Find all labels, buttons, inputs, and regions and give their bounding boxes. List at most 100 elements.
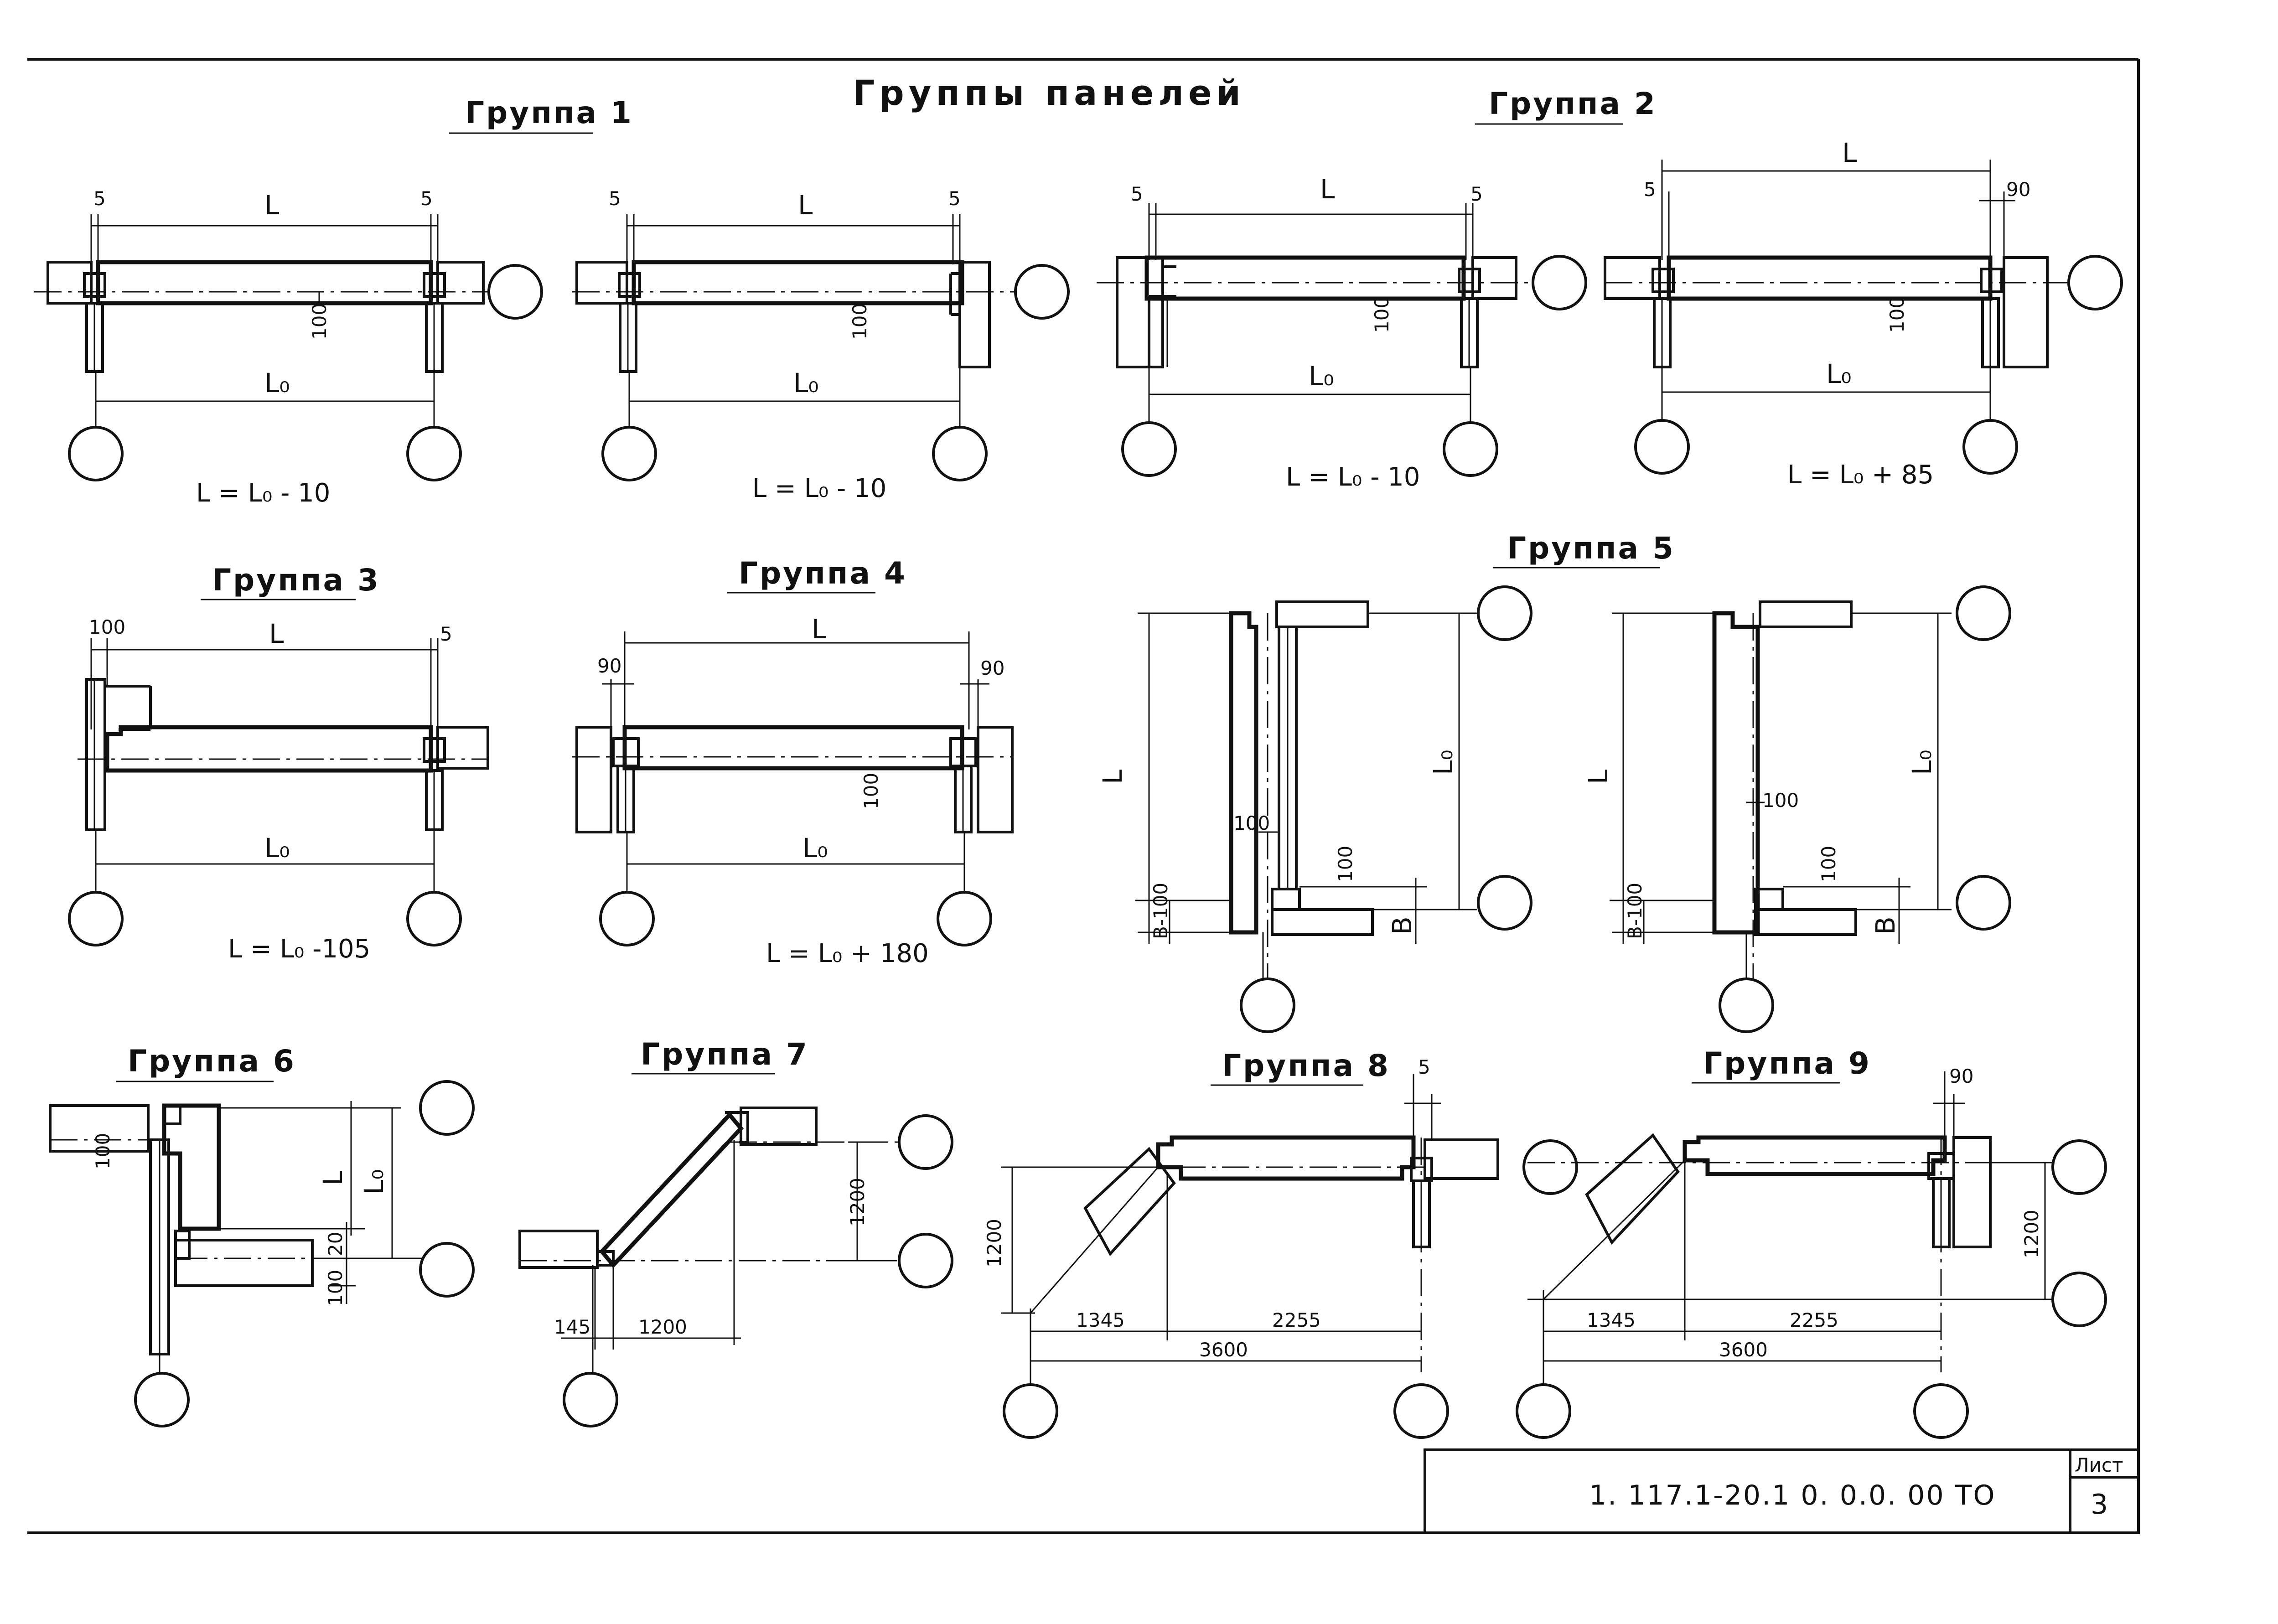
group-1-diagram: Группа 1 5 L 5 100 L₀ xyxy=(34,95,633,508)
dim-text: L₀ xyxy=(264,367,290,398)
formula: L = L₀ - 10 xyxy=(1286,462,1420,492)
grid-axis-bubble xyxy=(1477,875,1532,931)
grid-axis-bubble xyxy=(898,1114,953,1170)
group-title: Группа 8 xyxy=(1222,1048,1390,1083)
grid-axis-bubble xyxy=(406,426,462,481)
grid-axis-bubble xyxy=(1393,1383,1449,1439)
dim-text: 100 xyxy=(1762,789,1799,812)
grid-axis-bubble xyxy=(1956,875,2011,931)
group-title: Группа 1 xyxy=(465,95,633,130)
grid-axis-bubble xyxy=(406,891,462,946)
dim-text: 90 xyxy=(1949,1065,1973,1087)
grid-axis-bubble xyxy=(599,891,655,946)
grid-axis-bubble xyxy=(2067,255,2123,310)
dim-text: 1200 xyxy=(638,1316,687,1338)
formula: L = L₀ -105 xyxy=(228,934,370,964)
sheet-label: Лист xyxy=(2075,1454,2123,1476)
dim-text: L xyxy=(264,190,279,221)
formula: L = L₀ + 85 xyxy=(1787,460,1934,490)
grid-axis-bubble xyxy=(937,891,992,946)
dim-text: 5 xyxy=(1470,183,1483,205)
group-title: Группа 4 xyxy=(739,556,907,591)
sheet-number: 3 xyxy=(2091,1489,2109,1521)
dim-text: 5 xyxy=(948,187,961,210)
grid-axis-bubble xyxy=(419,1242,475,1298)
dim-text: L xyxy=(1583,770,1614,784)
dim-text: B xyxy=(1387,916,1418,935)
grid-axis-bubble xyxy=(1121,421,1177,477)
group-2c-diagram: 5 L 90 100 L₀ L = L₀ + 85 xyxy=(1604,137,2123,490)
group-4-diagram: Группа 4 90 L 90 100 L₀ L = L₀ + 180 xyxy=(572,556,1014,968)
dim-text: L₀ xyxy=(1826,358,1852,389)
group-3-diagram: Группа 3 100 L 5 L₀ L = L₀ -105 xyxy=(68,563,489,964)
grid-axis-bubble xyxy=(2051,1272,2107,1327)
group-title: Группа 3 xyxy=(212,563,380,598)
dim-text: L xyxy=(1842,137,1857,168)
main-title: Группы панелей xyxy=(853,72,1245,113)
grid-axis-bubble xyxy=(419,1080,475,1136)
dim-text: 100 xyxy=(1817,846,1840,882)
dim-text: 90 xyxy=(2006,178,2030,201)
dim-text: B-100 xyxy=(1624,883,1646,939)
group-title: Группа 2 xyxy=(1489,86,1657,121)
dim-text: L xyxy=(269,618,284,649)
grid-axis-bubble xyxy=(1516,1383,1571,1439)
dim-text: 90 xyxy=(980,657,1004,679)
dim-text: 100 xyxy=(849,303,871,340)
group-2a-diagram: 5 L 5 100 L₀ L = L₀ - 10 xyxy=(572,187,1070,503)
dim-text: L xyxy=(812,614,826,645)
grid-axis-bubble xyxy=(1240,978,1295,1033)
dim-text: 100 xyxy=(308,303,331,340)
grid-axis-bubble xyxy=(1634,419,1690,475)
title-block: 1. 117.1-20.1 0. 0.0. 00 ТО Лист 3 xyxy=(1424,1448,2140,1534)
group-6-diagram: Группа 6 100 L L₀ 20 100 xyxy=(49,1044,475,1427)
grid-axis-bubble xyxy=(1719,978,1774,1033)
dim-text: B xyxy=(1870,916,1901,935)
dim-text: 100 xyxy=(1334,846,1356,882)
group-9-diagram: Группа 9 90 1200 1345 2255 3600 xyxy=(1516,1046,2107,1439)
group-5-diagram: Группа 5 L L₀ 100 100 B-100 B xyxy=(1097,531,2011,1033)
grid-axis-bubble xyxy=(487,264,543,320)
group-2b-diagram: Группа 2 5 L 5 100 L₀ L = L₀ - 10 xyxy=(1097,86,1657,492)
dim-text: 5 xyxy=(420,187,433,210)
dim-text: 5 xyxy=(93,187,106,210)
dim-text: L₀ xyxy=(1906,750,1937,775)
grid-axis-bubble xyxy=(68,426,124,481)
dim-text: 1345 xyxy=(1587,1309,1636,1331)
group-7-diagram: Группа 7 1200 145 1200 xyxy=(518,1037,953,1427)
dim-text: L₀ xyxy=(358,1169,389,1195)
dim-text: 5 xyxy=(1418,1056,1430,1078)
dim-text: 1200 xyxy=(846,1178,869,1226)
grid-axis-bubble xyxy=(134,1372,190,1427)
dim-text: L xyxy=(798,190,813,221)
dim-text: 100 xyxy=(1233,812,1270,834)
dim-text: 145 xyxy=(554,1316,590,1338)
formula: L = L₀ - 10 xyxy=(752,474,886,503)
dim-text: 100 xyxy=(324,1270,347,1306)
dim-text: L₀ xyxy=(264,833,290,864)
grid-axis-bubble xyxy=(932,426,988,481)
grid-axis-bubble xyxy=(1477,585,1532,641)
dim-text: L₀ xyxy=(793,367,819,398)
dim-text: L₀ xyxy=(802,833,828,864)
grid-axis-bubble xyxy=(1532,255,1587,310)
dim-text: 100 xyxy=(1886,296,1908,333)
dim-text: L xyxy=(317,1171,348,1185)
dim-text: 2255 xyxy=(1790,1309,1838,1331)
dim-text: 3600 xyxy=(1199,1339,1248,1361)
group-title: Группа 9 xyxy=(1703,1046,1871,1081)
dim-text: 100 xyxy=(89,616,125,638)
grid-axis-bubble xyxy=(1443,421,1498,477)
dim-text: 3600 xyxy=(1719,1339,1768,1361)
dim-text: 100 xyxy=(92,1133,114,1169)
grid-axis-bubble xyxy=(1003,1383,1058,1439)
grid-axis-bubble xyxy=(1962,419,2018,475)
grid-axis-bubble xyxy=(898,1233,953,1288)
dim-text: 5 xyxy=(1644,178,1656,201)
group-title: Группа 5 xyxy=(1507,531,1675,566)
dim-text: 100 xyxy=(1371,296,1393,333)
grid-axis-bubble xyxy=(68,891,124,946)
group-8-diagram: Группа 8 5 1200 1345 2255 3600 xyxy=(983,1048,1578,1439)
dim-text: 1345 xyxy=(1076,1309,1125,1331)
